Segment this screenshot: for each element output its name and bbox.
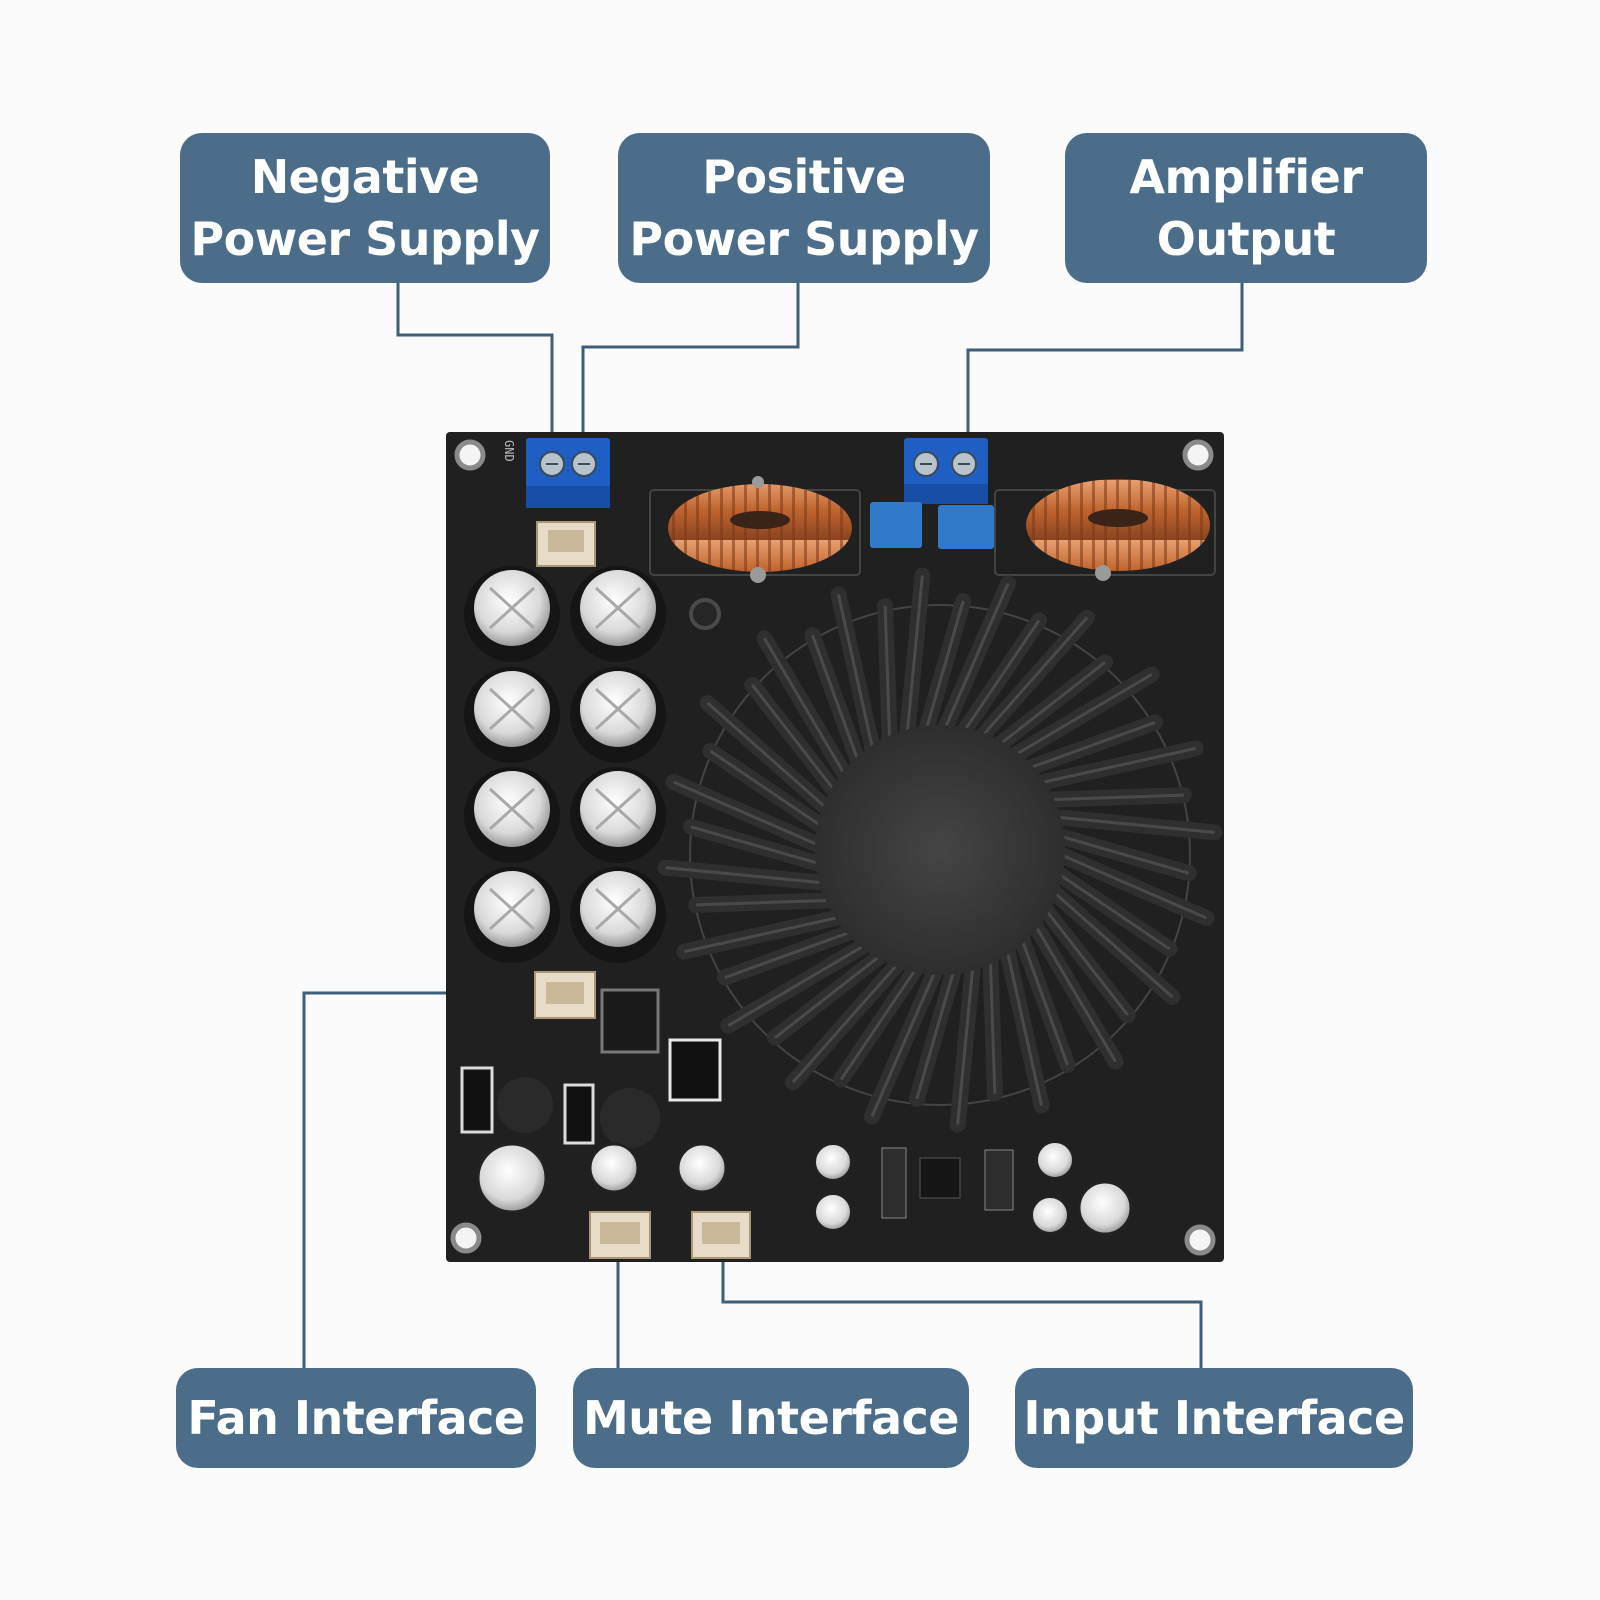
electrolytic-capacitor bbox=[464, 867, 560, 963]
heatsink-fin-highlight bbox=[763, 637, 853, 787]
heatsink-fin-highlight bbox=[791, 953, 908, 1084]
electrolytic-capacitor bbox=[570, 566, 666, 662]
label-amplifier-output: Amplifier Output bbox=[1065, 133, 1427, 283]
label-input-interface: Input Interface bbox=[1015, 1368, 1413, 1468]
mounting-holes bbox=[450, 439, 1216, 1256]
heatsink-fin-highlight bbox=[1027, 913, 1117, 1063]
input-connector bbox=[691, 1211, 751, 1259]
heatsink-fin-highlight bbox=[706, 701, 837, 818]
label-mute-interface: Mute Interface bbox=[573, 1368, 969, 1468]
mute-connector bbox=[589, 1211, 651, 1259]
heatsink-fin-highlight bbox=[836, 594, 877, 762]
heatsink-fin-highlight bbox=[724, 926, 863, 979]
toroid-coil-left bbox=[668, 476, 852, 583]
electrolytic-capacitor bbox=[464, 566, 560, 662]
label-fan-interface-text: Fan Interface bbox=[187, 1391, 525, 1445]
label-mute-interface-text: Mute Interface bbox=[583, 1391, 959, 1445]
heatsink-fin-highlight bbox=[1049, 848, 1208, 920]
electrolytic-capacitor bbox=[570, 767, 666, 863]
electrolytic-capacitor bbox=[570, 867, 666, 963]
heatsink-fin-highlight bbox=[1044, 814, 1215, 834]
label-fan-interface: Fan Interface bbox=[176, 1368, 536, 1468]
heatsink-fin-highlight bbox=[1037, 793, 1184, 802]
heatsink-fin-highlight bbox=[1047, 865, 1171, 951]
heatsink-fin-highlight bbox=[773, 946, 891, 1039]
heatsink-fin-highlight bbox=[672, 780, 831, 852]
heatsink-fin-highlight bbox=[956, 954, 976, 1125]
leader-line-negative bbox=[396, 283, 554, 445]
heatsink-fin-highlight bbox=[883, 606, 892, 753]
leader-line-positive bbox=[581, 283, 800, 445]
heatsink-fin-highlight bbox=[1028, 746, 1196, 787]
heatsink-fin-highlight bbox=[751, 683, 844, 801]
electrolytic-capacitor bbox=[570, 667, 666, 763]
label-positive-power-supply-text: Positive Power Supply bbox=[629, 150, 979, 266]
heatsink-fin-highlight bbox=[938, 582, 1010, 741]
label-negative-power-supply: Negative Power Supply bbox=[180, 133, 550, 283]
label-positive-power-supply: Positive Power Supply bbox=[618, 133, 990, 283]
pcb-board: GND bbox=[446, 432, 1224, 1262]
small-caps bbox=[476, 1141, 1133, 1236]
toroid-coil-right bbox=[1026, 479, 1210, 581]
board-hole bbox=[689, 598, 721, 630]
heatsink-core bbox=[815, 725, 1065, 975]
heatsink-fin-highlight bbox=[989, 661, 1107, 754]
heatsink-fin-highlight bbox=[972, 616, 1089, 747]
label-amplifier-output-text: Amplifier Output bbox=[1129, 150, 1363, 266]
heatsink-fin-highlight bbox=[921, 600, 965, 742]
heatsink-fin-highlight bbox=[1003, 673, 1153, 763]
heatsink-fin-highlight bbox=[727, 937, 877, 1027]
heatsink-fin-highlight bbox=[988, 947, 997, 1094]
output-terminal-block bbox=[904, 438, 988, 504]
heatsink-fin-highlight bbox=[811, 634, 864, 773]
connector-top bbox=[536, 521, 596, 567]
electrolytic-capacitors bbox=[464, 566, 666, 963]
heatsink-fin-highlight bbox=[684, 913, 852, 954]
leader-line-input bbox=[721, 1240, 1203, 1368]
label-negative-power-supply-text: Negative Power Supply bbox=[190, 150, 540, 266]
heatsink-fin-highlight bbox=[709, 749, 833, 835]
heatsink-fin-highlight bbox=[904, 575, 924, 746]
heatsink-fin-highlight bbox=[1003, 938, 1044, 1106]
heatsink-fin-highlight bbox=[1017, 721, 1156, 774]
heatsink-fin-highlight bbox=[690, 825, 832, 869]
electrolytic-capacitor bbox=[464, 667, 560, 763]
film-capacitors bbox=[870, 502, 994, 549]
heatsink-fin-highlight bbox=[915, 958, 959, 1100]
heatsink-fin-highlight bbox=[1048, 831, 1190, 875]
heatsink-fin-highlight bbox=[665, 866, 836, 886]
smd-components bbox=[460, 988, 1014, 1219]
electrolytic-capacitor bbox=[464, 767, 560, 863]
label-input-interface-text: Input Interface bbox=[1023, 1391, 1405, 1445]
heatsink-fin-highlight bbox=[839, 957, 925, 1081]
heatsink-fin-highlight bbox=[1016, 927, 1069, 1066]
power-terminal-block bbox=[526, 438, 610, 508]
heatsink-fin-highlight bbox=[696, 898, 843, 907]
fan-connector bbox=[534, 971, 596, 1019]
silkscreen-gnd: GND bbox=[502, 440, 516, 462]
heatsink-fin-highlight bbox=[1036, 899, 1129, 1017]
heatsink-fin-highlight bbox=[955, 619, 1041, 743]
radial-heatsink bbox=[657, 567, 1223, 1133]
leader-line-amplifier bbox=[966, 283, 1244, 445]
heatsink-fin-highlight bbox=[870, 959, 942, 1118]
heatsink-fin-highlight bbox=[1043, 882, 1174, 999]
